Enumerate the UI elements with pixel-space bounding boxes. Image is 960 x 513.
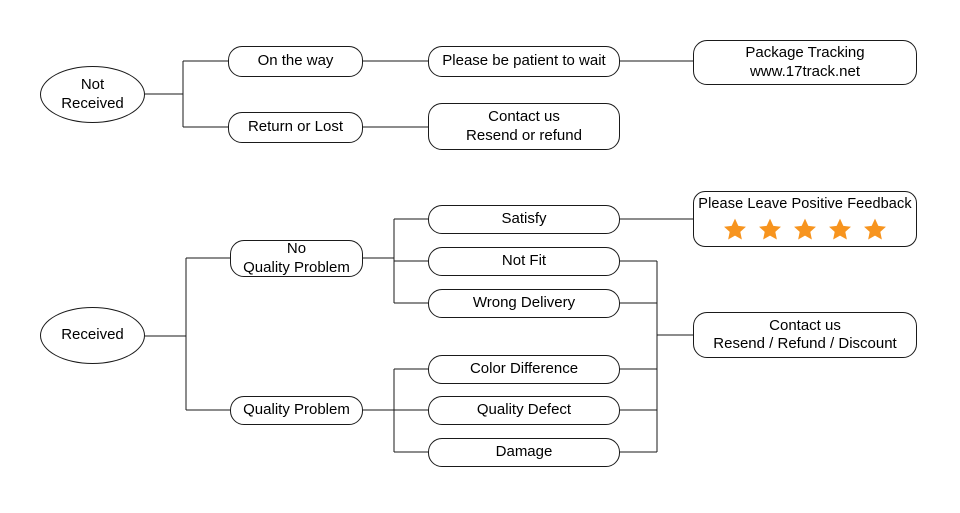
node-not-fit[interactable]: Not Fit (428, 247, 620, 276)
star-icon[interactable] (862, 217, 888, 242)
node-not-fit-label: Not Fit (501, 252, 547, 270)
node-damage[interactable]: Damage (428, 438, 620, 467)
node-return-or-lost[interactable]: Return or Lost (228, 112, 363, 143)
node-quality-defect-label: Quality Defect (476, 401, 572, 419)
node-contact-us-resend-refund-discount-label: Contact us Resend / Refund / Discount (713, 316, 897, 352)
node-damage-label: Damage (495, 443, 553, 461)
node-please-be-patient-to-wait[interactable]: Please be patient to wait (428, 46, 620, 77)
node-no-quality-problem-label: No Quality Problem (243, 240, 350, 276)
node-package-tracking[interactable]: Package Tracking www.17track.net (693, 40, 917, 85)
node-not-received[interactable]: Not Received (40, 66, 145, 123)
node-satisfy[interactable]: Satisfy (428, 205, 620, 234)
node-positive-feedback[interactable]: Please Leave Positive Feedback (693, 191, 917, 247)
node-package-tracking-label: Package Tracking www.17track.net (745, 44, 865, 80)
node-satisfy-label: Satisfy (501, 210, 547, 228)
node-quality-problem-label: Quality Problem (243, 401, 350, 419)
node-on-the-way[interactable]: On the way (228, 46, 363, 77)
node-please-be-patient-to-wait-label: Please be patient to wait (442, 52, 606, 70)
node-quality-defect[interactable]: Quality Defect (428, 396, 620, 425)
node-on-the-way-label: On the way (257, 52, 334, 70)
star-rating[interactable] (722, 217, 888, 242)
node-received-label: Received (61, 326, 124, 344)
star-icon[interactable] (757, 217, 783, 242)
node-quality-problem[interactable]: Quality Problem (230, 396, 363, 425)
star-icon[interactable] (722, 217, 748, 242)
node-contact-us-resend-refund-discount[interactable]: Contact us Resend / Refund / Discount (693, 312, 917, 358)
node-contact-us-resend-or-refund-label: Contact us Resend or refund (466, 108, 582, 144)
node-wrong-delivery[interactable]: Wrong Delivery (428, 289, 620, 318)
star-icon[interactable] (827, 217, 853, 242)
positive-feedback-label: Please Leave Positive Feedback (698, 196, 912, 213)
node-received[interactable]: Received (40, 307, 145, 364)
node-not-received-label: Not Received (61, 76, 124, 112)
star-icon[interactable] (792, 217, 818, 242)
node-return-or-lost-label: Return or Lost (247, 118, 344, 136)
node-color-difference[interactable]: Color Difference (428, 355, 620, 384)
node-wrong-delivery-label: Wrong Delivery (472, 294, 576, 312)
node-no-quality-problem[interactable]: No Quality Problem (230, 240, 363, 277)
node-contact-us-resend-or-refund[interactable]: Contact us Resend or refund (428, 103, 620, 150)
node-color-difference-label: Color Difference (469, 360, 579, 378)
